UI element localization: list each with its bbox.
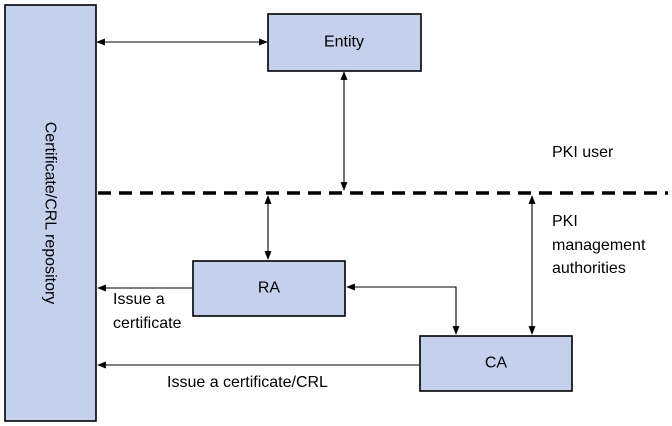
pki-mgmt-label-line1: PKI bbox=[552, 213, 578, 230]
ca-issue-label: Issue a certificate/CRL bbox=[167, 374, 328, 391]
ra-ca-arrow bbox=[346, 283, 460, 335]
entity-node[interactable]: Entity bbox=[267, 13, 422, 72]
pki-user-label: PKI user bbox=[552, 144, 614, 161]
ca-node[interactable]: CA bbox=[419, 335, 573, 392]
entity-label: Entity bbox=[324, 34, 364, 51]
repository-label: Certificate/CRL repository bbox=[42, 122, 59, 305]
pki-mgmt-label-line3: authorities bbox=[552, 260, 626, 277]
pki-mgmt-label-line2: management bbox=[552, 237, 646, 254]
ra-issue-label-line2: certificate bbox=[113, 315, 182, 332]
ra-issue-label-line1: Issue a bbox=[113, 291, 165, 308]
repository-node[interactable]: Certificate/CRL repository bbox=[4, 4, 97, 422]
ca-label: CA bbox=[485, 355, 508, 372]
ra-label: RA bbox=[258, 280, 281, 297]
ra-node[interactable]: RA bbox=[192, 260, 346, 317]
